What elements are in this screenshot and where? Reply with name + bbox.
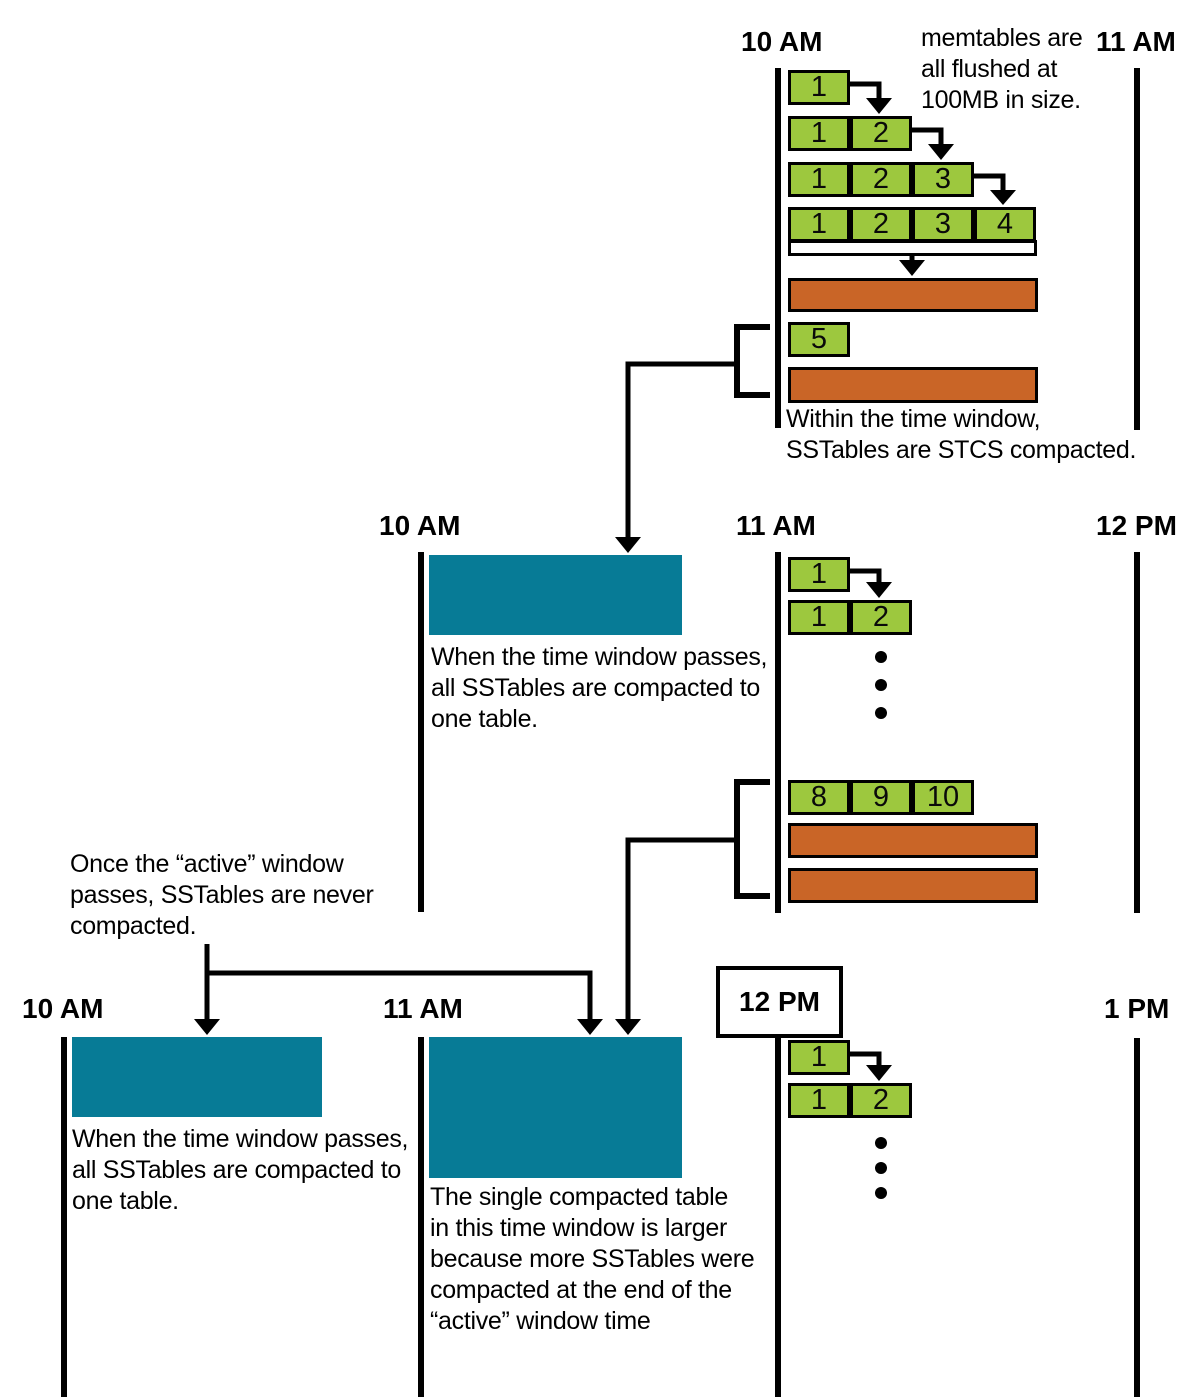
sstable-cell: 1 <box>788 70 850 105</box>
arrowhead-icon <box>615 1019 641 1035</box>
sstable-row-2: 1 2 <box>788 116 912 151</box>
sstable-cell: 1 <box>788 162 850 197</box>
arrowhead-icon <box>899 260 925 276</box>
sstable-row-4: 1 2 3 4 <box>788 207 1036 242</box>
ellipsis-dot <box>875 1137 887 1149</box>
flush-arrowheads-top <box>866 98 1016 276</box>
arrowhead-icon <box>928 144 954 160</box>
ellipsis-dot <box>875 651 887 663</box>
sstable-cell: 2 <box>850 116 912 151</box>
stcs-compacted-bar <box>788 868 1038 903</box>
flush-arrows-bottom <box>848 1051 892 1199</box>
arrowhead-icon <box>866 1065 892 1081</box>
arrowhead-icon <box>866 98 892 114</box>
arrowhead-icon <box>194 1019 220 1035</box>
sstable-cell: 3 <box>912 162 974 197</box>
flush-arrow-line <box>848 1051 882 1067</box>
larger-table-caption: The single compacted table in this time … <box>430 1183 755 1335</box>
sstable-cell: 2 <box>850 207 912 242</box>
time-label-11am-top: 11 AM <box>1096 26 1176 57</box>
sstable-row-2: 1 2 <box>788 1083 912 1118</box>
stcs-compacted-bar <box>788 823 1038 858</box>
sstable-cell: 1 <box>788 116 850 151</box>
stcs-compacted-bar <box>788 278 1038 312</box>
sstable-cell: 2 <box>850 600 912 635</box>
time-label-12pm-mid: 12 PM <box>1096 510 1177 541</box>
sstable-row-5: 5 <box>788 322 850 357</box>
sstable-cell: 1 <box>788 207 850 242</box>
sstable-cell: 4 <box>974 207 1036 242</box>
sstable-cell: 10 <box>912 780 974 815</box>
time-label-12pm-bottom: 12 PM <box>739 986 820 1017</box>
sstable-row-3: 1 2 3 <box>788 162 974 197</box>
arrowhead-icon <box>990 190 1016 205</box>
ellipsis-dot <box>875 1162 887 1174</box>
arrowhead-icon <box>615 537 641 553</box>
compacted-window-table-large <box>429 1037 682 1178</box>
sstable-cell: 8 <box>788 780 850 815</box>
sstable-cell: 5 <box>788 322 850 357</box>
sstable-row-2: 1 2 <box>788 600 912 635</box>
ellipsis-dot <box>875 707 887 719</box>
time-label-10am-mid: 10 AM <box>379 510 461 541</box>
bracket-icon <box>734 324 770 398</box>
sstable-cell: 1 <box>788 557 850 592</box>
time-label-11am-bottom: 11 AM <box>383 993 463 1024</box>
arrowhead-icon <box>577 1019 603 1035</box>
stcs-bracket-top <box>734 324 770 398</box>
time-label-12pm-framed: 12 PM <box>716 966 843 1038</box>
stcs-caption: Within the time window, SSTables are STC… <box>786 405 1137 464</box>
window-pass-caption-bottom-left: When the time window passes, all SSTable… <box>72 1125 409 1215</box>
time-label-11am-mid: 11 AM <box>736 510 816 541</box>
memtable-note: memtables are all flushed at 100MB in si… <box>921 24 1083 114</box>
sstable-cell: 3 <box>912 207 974 242</box>
sstable-cell: 9 <box>850 780 912 815</box>
window-pass-caption-mid: When the time window passes, all SSTable… <box>431 643 768 733</box>
flush-arrow-line-3 <box>973 173 1006 192</box>
time-label-10am-bottom: 10 AM <box>22 993 104 1024</box>
flush-arrows-mid <box>848 568 892 719</box>
never-compacted-note: Once the “active” window passes, SSTable… <box>70 850 374 940</box>
compaction-outline-bar <box>788 240 1037 256</box>
sstable-cell: 1 <box>788 600 850 635</box>
flush-arrow-line-1 <box>848 81 882 100</box>
compacted-window-table <box>72 1037 322 1117</box>
bracket-icon <box>734 779 770 899</box>
sstable-cell: 2 <box>850 1083 912 1118</box>
ellipsis-dot <box>875 1187 887 1199</box>
flush-arrow-line-2 <box>911 127 944 146</box>
sstable-row-1: 1 <box>788 70 850 105</box>
window-pass-arrow-top <box>615 361 737 553</box>
window-pass-line <box>625 361 737 539</box>
timelines <box>61 68 1140 1397</box>
window-pass-arrow-mid <box>615 837 737 1035</box>
never-compacted-line-right <box>207 970 593 1019</box>
ellipsis-dot <box>875 679 887 691</box>
flush-arrow-line <box>848 568 882 584</box>
compacted-window-table <box>429 555 682 635</box>
never-compacted-arrows <box>194 944 603 1035</box>
time-label-10am-top: 10 AM <box>741 26 823 57</box>
sstable-row-1: 1 <box>788 1040 850 1075</box>
sstable-cell: 2 <box>850 162 912 197</box>
sstable-cell: 1 <box>788 1040 850 1075</box>
sstable-row-8-9-10: 8 9 10 <box>788 780 974 815</box>
stcs-compacted-bar <box>788 367 1038 403</box>
sstable-row-1: 1 <box>788 557 850 592</box>
arrowhead-icon <box>866 582 892 598</box>
stcs-bracket-mid <box>734 779 770 899</box>
window-pass-line <box>625 837 737 1019</box>
time-label-1pm-bottom: 1 PM <box>1104 993 1170 1024</box>
sstable-cell: 1 <box>788 1083 850 1118</box>
